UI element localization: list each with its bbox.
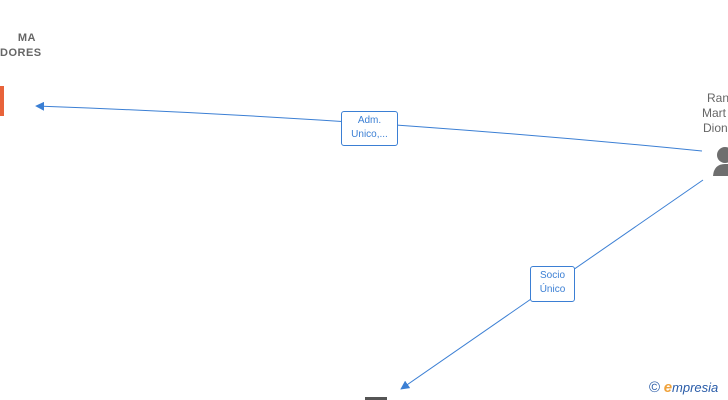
bottom-node-icon[interactable] — [365, 397, 387, 400]
relation-label-adm-unico[interactable]: Adm. Unico,... — [341, 111, 398, 146]
person-name-line-2: Mart — [702, 106, 726, 120]
empresia-watermark: © empresia — [649, 379, 718, 396]
relation-adm-line-2: Unico,... — [351, 129, 388, 140]
brand-initial: e — [663, 379, 673, 396]
company-name-line-2: DORES — [0, 47, 42, 59]
brand-rest: mpresia — [672, 380, 719, 395]
person-name-label[interactable]: Ran Mart Dion — [700, 91, 728, 136]
relation-socio-line-2: Único — [539, 284, 566, 295]
person-name-line-1: Ran — [707, 91, 728, 105]
copyright-symbol: © — [649, 379, 661, 396]
company-name-label[interactable]: MA DORES — [0, 31, 42, 61]
company-name-line-1: MA — [17, 32, 36, 44]
person-name-line-3: Dion — [703, 121, 728, 135]
relation-adm-line-1: Adm. — [357, 115, 382, 126]
person-icon[interactable] — [713, 147, 728, 176]
company-building-icon[interactable] — [0, 86, 4, 116]
relation-socio-line-1: Socio — [539, 270, 565, 281]
relation-label-socio-unico[interactable]: Socio Único — [530, 266, 575, 302]
